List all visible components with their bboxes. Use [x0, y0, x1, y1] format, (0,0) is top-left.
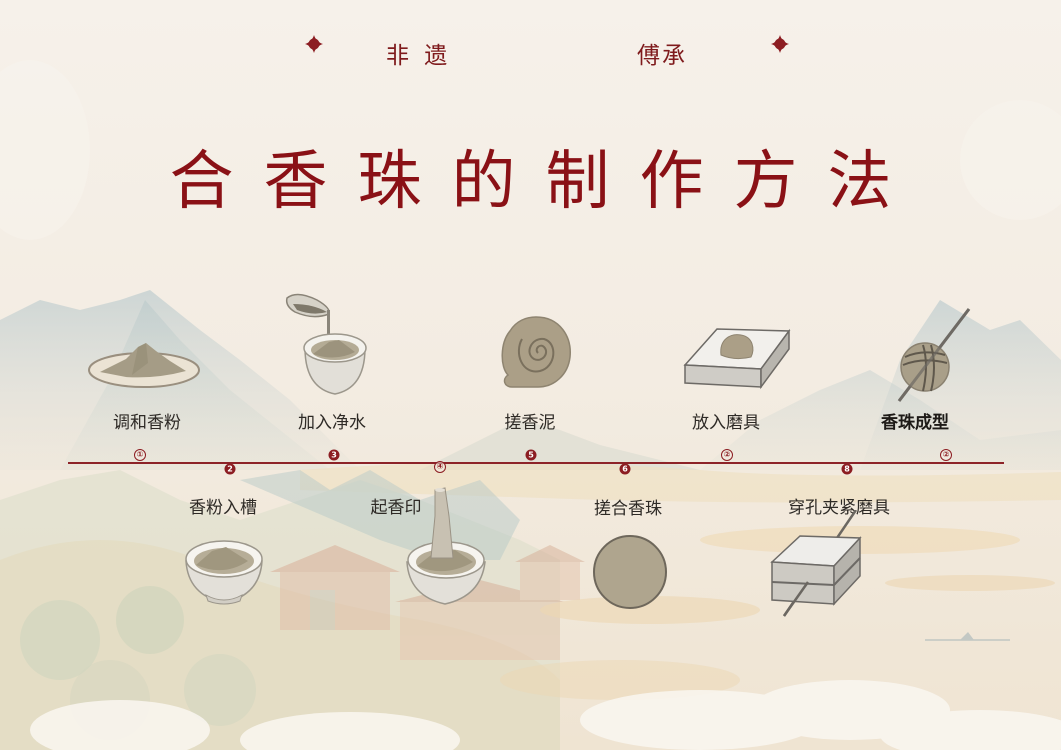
step-label-mix-powder: 调和香粉 [113, 413, 181, 433]
step-label-add-water: 加入净水 [298, 413, 366, 433]
step-label-knead-paste: 搓香泥 [504, 413, 556, 433]
step-label-roll-beads: 搓合香珠 [594, 499, 662, 519]
step-marker-5: 5 [525, 449, 537, 461]
step-marker-3: 3 [328, 449, 340, 461]
step-label-pierce-clamp-mold: 穿孔夹紧磨具 [788, 498, 890, 518]
step-marker-8: 8 [841, 463, 853, 475]
step-label-place-mold: 放入磨具 [692, 413, 760, 433]
step-marker-2: 2 [224, 463, 236, 475]
step-label-bead-formed: 香珠成型 [881, 413, 949, 433]
step-marker-9: ② [940, 449, 952, 461]
step-marker-6: 6 [619, 463, 631, 475]
timeline-line [68, 462, 1004, 464]
step-marker-7: ② [721, 449, 733, 461]
header-right-word: 傅承 [637, 43, 687, 69]
rolled-paste-icon [501, 316, 571, 388]
mold-with-dough-icon [683, 328, 791, 390]
page-title: 合香珠的制作方法 [169, 145, 922, 219]
diamond-ornament-right-icon [771, 35, 789, 53]
step-marker-1: ① [134, 449, 146, 461]
mortar-pestle-icon [406, 487, 486, 605]
step-label-powder-into-slot: 香粉入槽 [189, 498, 257, 518]
powder-plate-icon [88, 343, 200, 388]
mortar-powder-icon [185, 540, 263, 605]
pierced-bead-icon [897, 308, 971, 402]
step-label-lift-incense-seal: 起香印 [370, 498, 422, 518]
diamond-ornament-left-icon [305, 35, 323, 53]
round-bead-icon [593, 535, 667, 609]
header-left-word: 非 遗 [386, 43, 452, 69]
step-marker-4: ④ [434, 461, 446, 473]
clamped-mold-icon [770, 510, 862, 617]
pour-water-bowl-icon [285, 293, 367, 395]
